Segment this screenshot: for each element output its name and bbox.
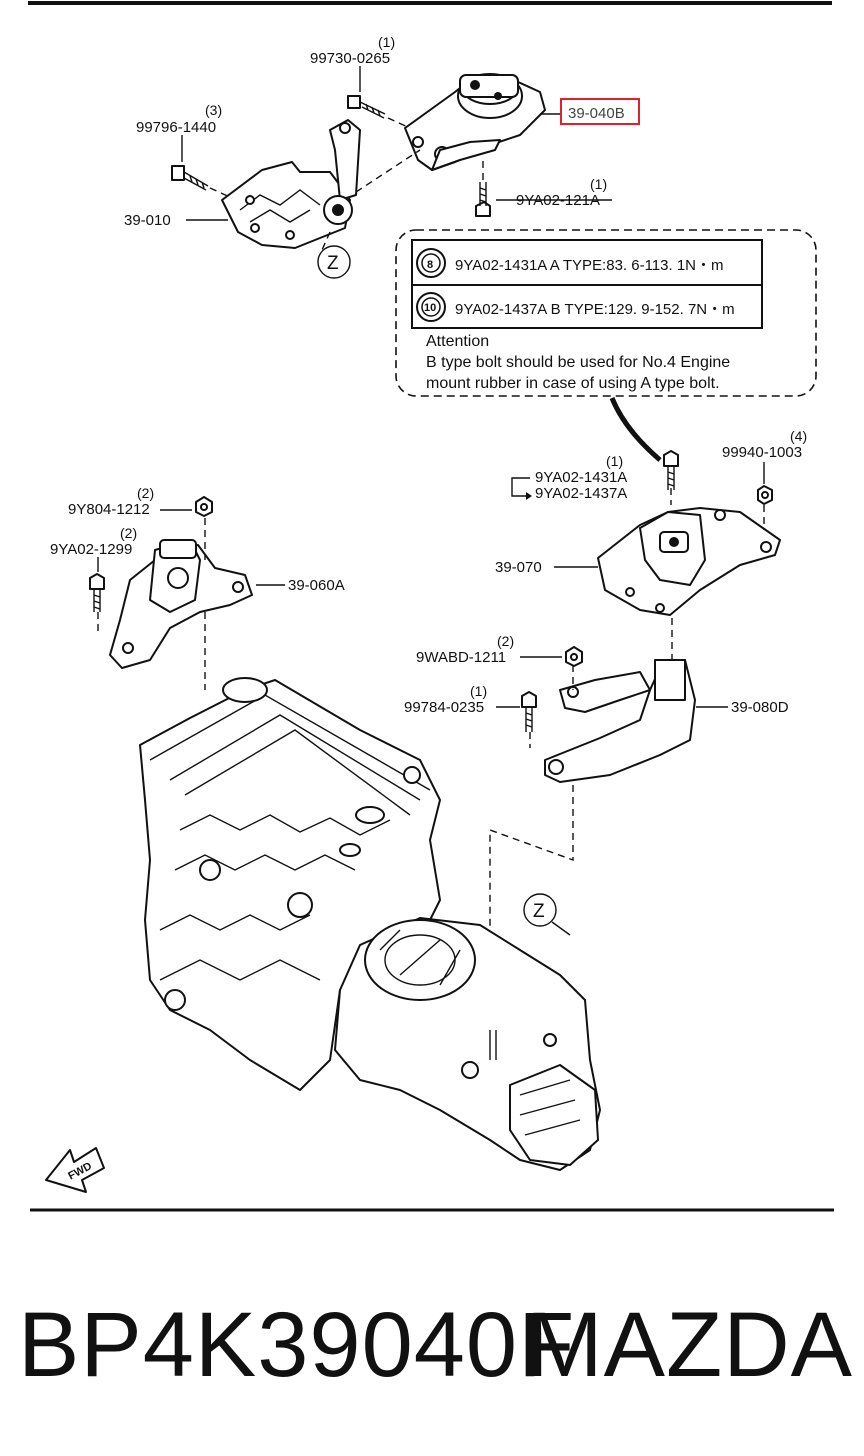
label-39-040b: 39-040B xyxy=(568,105,625,122)
attention-title: Attention xyxy=(426,333,489,350)
bolt-99730-0265-drawing xyxy=(347,95,411,129)
transmission-drawing xyxy=(334,917,601,1171)
label-39-010: 39-010 xyxy=(124,212,171,229)
label-99784-0235: 99784-0235 xyxy=(404,699,484,716)
view-marker-z-lower xyxy=(523,893,557,927)
torque-row-a: 9YA02-1431A A TYPE:83. 6-113. 1N・m xyxy=(455,257,724,274)
bolt-9ya02-1299-drawing xyxy=(89,573,105,612)
bolt-9ya02-1431a-drawing xyxy=(663,450,679,490)
qty-99730-0265: (1) xyxy=(378,34,395,50)
engine-block-drawing xyxy=(139,677,441,1091)
fwd-arrow-icon xyxy=(45,1147,105,1193)
mount-39-060a-drawing xyxy=(97,518,253,690)
view-marker-z-top-text: Z xyxy=(327,253,339,274)
torque-icon-10-text: 10 xyxy=(424,302,436,314)
caption-part-number: BP4K39040F xyxy=(18,1294,576,1396)
callout-leader xyxy=(609,397,662,462)
label-39-060a: 39-060A xyxy=(288,577,345,594)
label-39-080d: 39-080D xyxy=(731,699,789,716)
bracket-39-080d-drawing xyxy=(489,659,696,1030)
part-caption: BP4K39040F MAZDA xyxy=(18,1290,853,1400)
bolt-99784-0235-drawing xyxy=(521,691,537,732)
label-9ya02-1437a: 9YA02-1437A xyxy=(535,485,627,502)
qty-9wabd-1211: (2) xyxy=(497,633,514,649)
bracket-39-010-drawing xyxy=(221,119,421,251)
bolt-99796-1440-drawing xyxy=(171,165,233,199)
torque-callout-dashed-box xyxy=(395,229,817,397)
torque-row-b: 9YA02-1437A B TYPE:129. 9-152. 7N・m xyxy=(455,301,735,318)
mount-39-070-drawing xyxy=(597,488,781,660)
torque-icon-10 xyxy=(416,292,446,322)
label-9y804-1212: 9Y804-1212 xyxy=(68,501,150,518)
qty-99940-1003: (4) xyxy=(790,428,807,444)
torque-icon-8 xyxy=(416,248,446,278)
label-99796-1440: 99796-1440 xyxy=(136,119,216,136)
label-9wabd-1211: 9WABD-1211 xyxy=(416,649,506,666)
nut-9y804-1212-drawing xyxy=(195,496,213,517)
view-marker-z-top xyxy=(317,245,351,279)
qty-9y804-1212: (2) xyxy=(137,485,154,501)
qty-9ya02-1431a: (1) xyxy=(606,453,623,469)
torque-icon-8-text: 8 xyxy=(427,259,433,271)
attention-line-2: mount rubber in case of using A type bol… xyxy=(426,375,720,392)
label-9ya02-1431a: 9YA02-1431A xyxy=(535,469,627,486)
attention-line-1: B type bolt should be used for No.4 Engi… xyxy=(426,354,730,371)
label-99730-0265: 99730-0265 xyxy=(310,50,390,67)
alt-bolt-bracket xyxy=(511,477,530,497)
label-99940-1003: 99940-1003 xyxy=(722,444,802,461)
label-9ya02-121a: 9YA02-121A xyxy=(516,192,600,209)
label-9ya02-1299: 9YA02-1299 xyxy=(50,541,132,558)
qty-9ya02-121a: (1) xyxy=(590,176,607,192)
nut-9wabd-1211-drawing xyxy=(565,646,583,667)
qty-9ya02-1299: (2) xyxy=(120,525,137,541)
mount-39-040b-drawing xyxy=(404,73,546,171)
label-39-070: 39-070 xyxy=(495,559,542,576)
view-marker-z-lower-text: Z xyxy=(533,901,545,922)
nut-99940-1003-drawing xyxy=(757,485,773,505)
qty-99796-1440: (3) xyxy=(205,102,222,118)
bolt-9ya02-121a-drawing xyxy=(475,158,491,217)
highlight-box-39-040b xyxy=(560,98,640,125)
label-leaders xyxy=(97,66,765,708)
caption-brand: MAZDA xyxy=(526,1294,853,1396)
qty-99784-0235: (1) xyxy=(470,683,487,699)
